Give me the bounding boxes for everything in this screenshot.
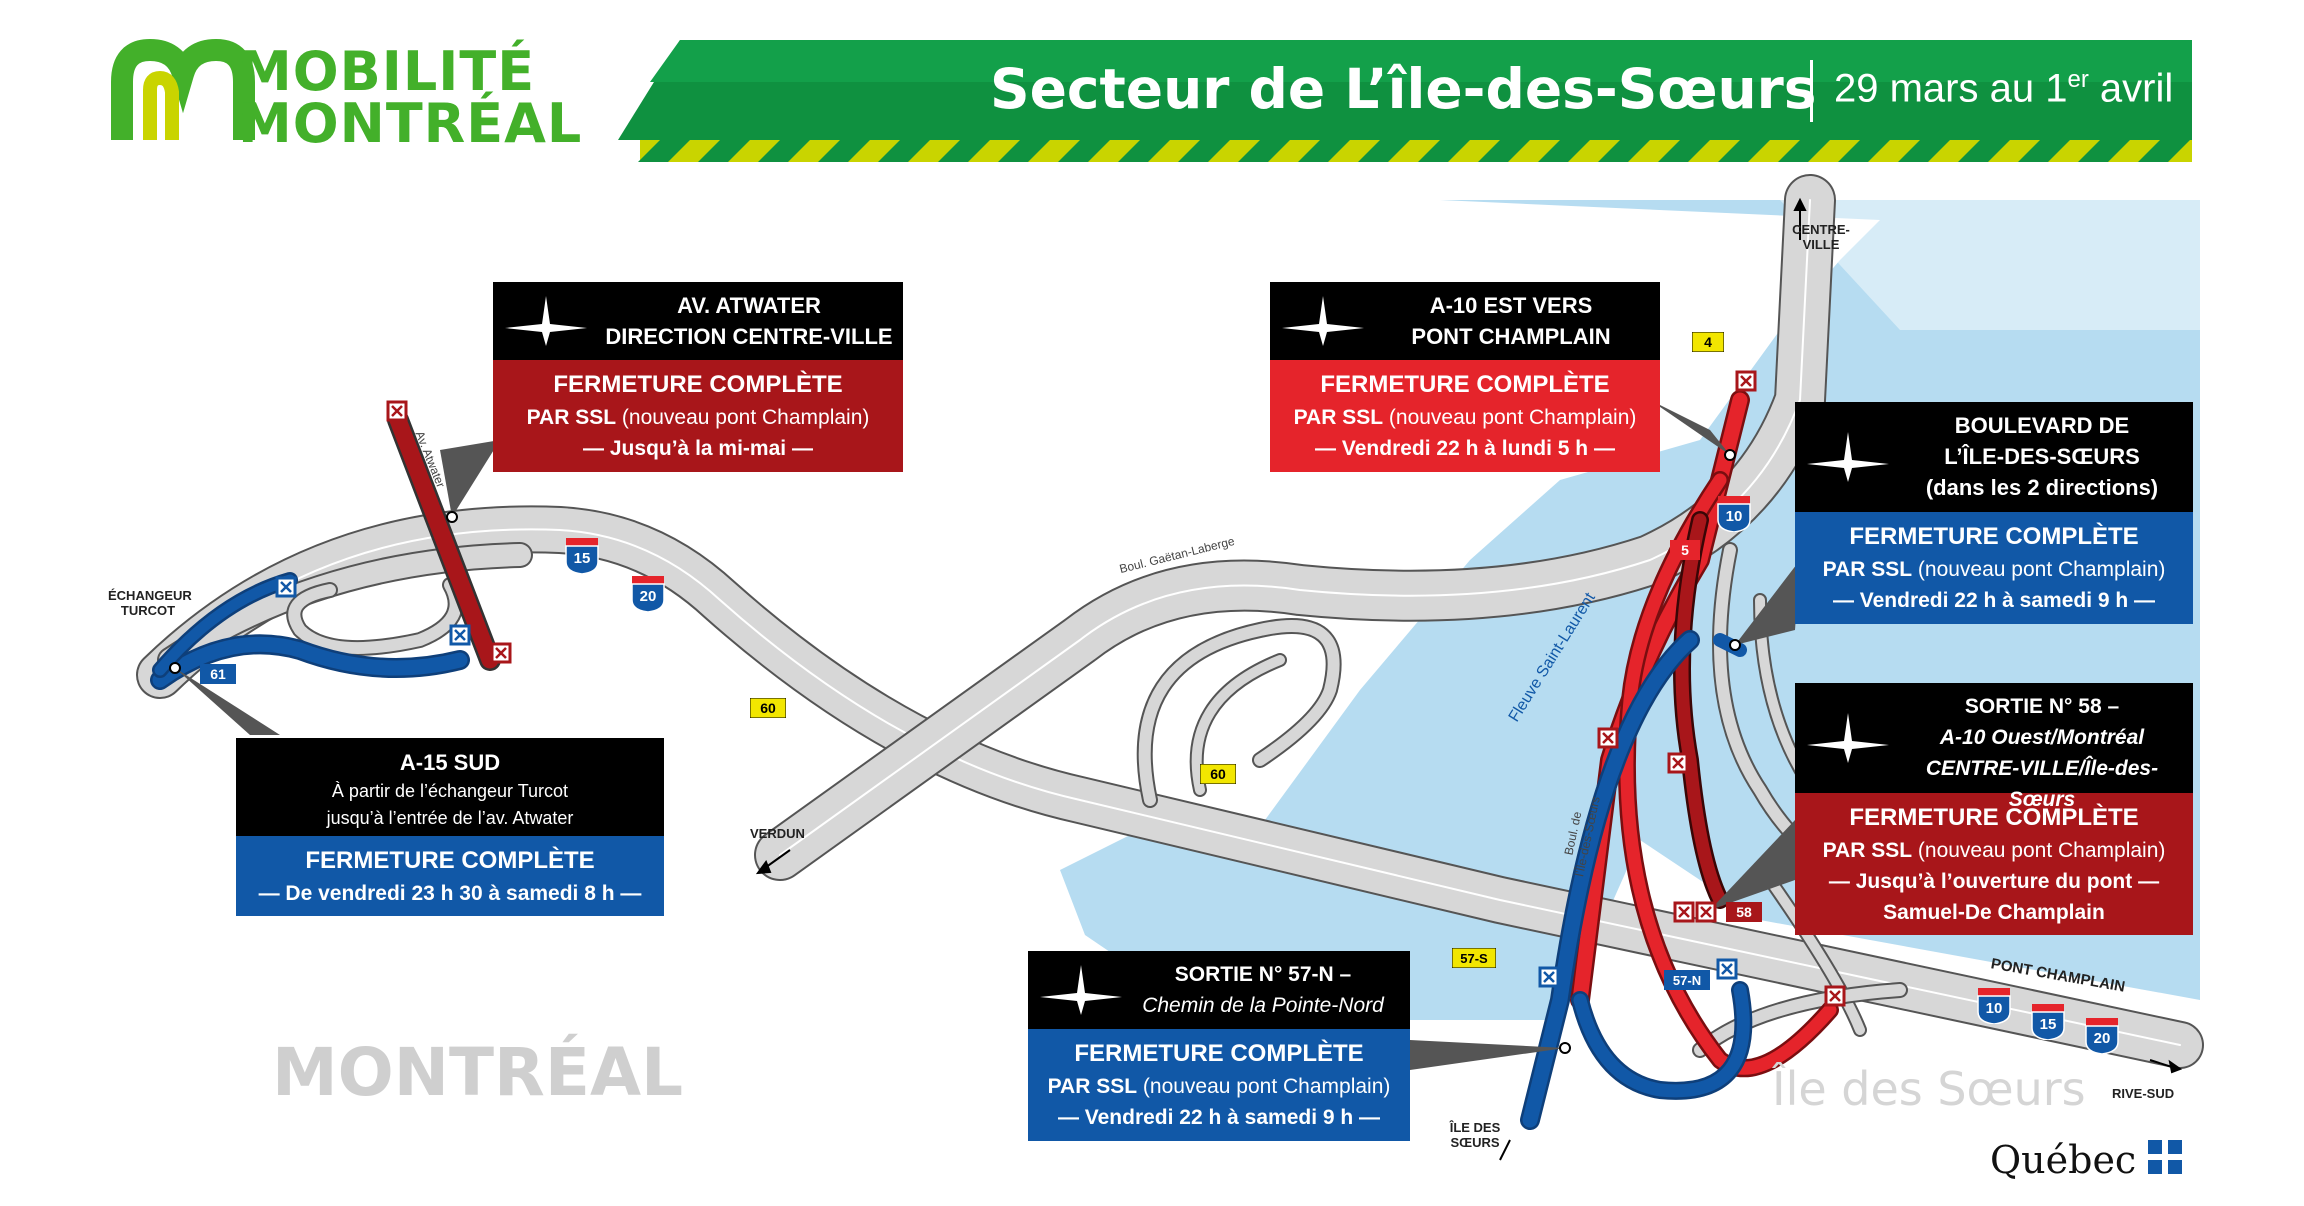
closure-heading: DIRECTION CENTRE-VILLE [605, 324, 893, 349]
page-title: Secteur de L’île-des-Sœurs [990, 57, 1817, 121]
svg-text:5: 5 [1681, 542, 1689, 558]
closure-heading: À partir de l’échangeur Turcot [331, 781, 569, 801]
closure-heading: A-10 EST VERS [1429, 293, 1593, 318]
closure-period: — Jusqu’à la mi-mai — [583, 437, 813, 460]
exit-tag-4: 4 [1692, 332, 1724, 352]
closure-heading: SORTIE N° 58 – [1964, 695, 2120, 718]
svg-text:61: 61 [210, 666, 226, 682]
closure-heading: A-15 SUD [399, 750, 501, 775]
exit-tag-5: 5 [1670, 540, 1700, 560]
closure-heading: jusqu’à l’entrée de l’av. Atwater [326, 808, 574, 828]
closure-markers [275, 370, 1846, 1007]
quebec-logo-text: Québec [1990, 1138, 2137, 1182]
svg-text:20: 20 [640, 588, 657, 605]
road-closure-icon [1282, 296, 1364, 346]
label-rive-sud: RIVE-SUD [2112, 1086, 2175, 1101]
exit-tag-57n: 57-N [1664, 970, 1710, 990]
closure-heading: L’ÎLE-DES-SŒURS [1944, 444, 2140, 469]
closure-heading: CENTRE-VILLE/Île-des-Sœurs [1925, 757, 2159, 811]
exit-tag-60: 60 [750, 698, 786, 718]
svg-text:15: 15 [2040, 1016, 2057, 1033]
closure-status: FERMETURE COMPLÈTE [1849, 804, 2139, 831]
closure-heading: AV. ATWATER [677, 293, 821, 318]
logo-mobilite: MOBILITÉ [238, 40, 536, 103]
svg-text:20: 20 [2094, 1030, 2111, 1047]
route-shield-10: 10 [1716, 496, 1752, 533]
closure-heading: PONT CHAMPLAIN [1411, 324, 1611, 349]
svg-text:4: 4 [1704, 334, 1712, 350]
exit-tag-57s: 57-S [1452, 948, 1496, 968]
svg-text:15: 15 [574, 550, 591, 567]
logo-montreal: MONTRÉAL [238, 92, 583, 155]
title-separator [1810, 60, 1813, 122]
closure-atwater: AV. ATWATER DIRECTION CENTRE-VILLE FERMET… [493, 282, 903, 472]
svg-text:60: 60 [760, 700, 776, 716]
quebec-flag-icon [2148, 1140, 2182, 1174]
closure-period: Samuel-De Champlain [1883, 901, 2105, 924]
road-closure-icon [505, 296, 587, 346]
closure-status: FERMETURE COMPLÈTE [1074, 1040, 1364, 1067]
exit-tag-58: 58 [1726, 902, 1762, 922]
label-ile-des-soeurs-area: Île des Sœurs [1772, 1062, 2086, 1116]
route-shield-15-bridge: 15 [2030, 1004, 2066, 1041]
svg-text:58: 58 [1736, 904, 1752, 920]
closure-heading: (dans les 2 directions) [1925, 475, 2159, 500]
label-montreal: MONTRÉAL [272, 1034, 684, 1111]
road-closure-icon [1807, 432, 1889, 482]
closure-period: — Vendredi 22 h à samedi 9 h — [1832, 589, 2156, 612]
route-shield-20-bridge: 20 [2084, 1018, 2120, 1055]
closure-a10-est: A-10 EST VERS PONT CHAMPLAIN FERMETURE CO… [1270, 282, 1660, 472]
label-verdun: VERDUN [750, 826, 805, 841]
date-range: 29 mars au 1er avril [1834, 66, 2174, 111]
closure-period: — Jusqu’à l’ouverture du pont — [1828, 870, 2160, 893]
svg-text:60: 60 [1210, 766, 1226, 782]
closure-a15-sud: A-15 SUD À partir de l’échangeur Turcot … [236, 738, 664, 916]
closure-heading: BOULEVARD DE [1954, 413, 2130, 438]
label-centre-ville: CENTRE-VILLE [1792, 222, 1850, 252]
closure-status: FERMETURE COMPLÈTE [305, 847, 595, 874]
closure-boul-ids: BOULEVARD DE L’ÎLE-DES-SŒURS (dans les 2 d… [1795, 402, 2193, 624]
svg-text:10: 10 [1986, 1000, 2003, 1017]
exit-tag-60-b: 60 [1200, 764, 1236, 784]
closure-heading: SORTIE N° 57-N – [1174, 963, 1352, 986]
closure-period: — Vendredi 22 h à samedi 9 h — [1057, 1106, 1381, 1129]
route-shield-20: 20 [630, 576, 666, 613]
route-shield-15: 15 [564, 538, 600, 575]
closure-status: FERMETURE COMPLÈTE [1849, 523, 2139, 550]
road-closure-icon [1040, 965, 1122, 1015]
exit-tag-61: 61 [200, 664, 236, 684]
closure-period: — Vendredi 22 h à lundi 5 h — [1315, 437, 1615, 460]
road-closure-icon [1807, 713, 1889, 763]
closure-heading: A-10 Ouest/Montréal [1939, 726, 2145, 749]
mobilite-logo-mark [111, 38, 255, 140]
svg-text:57-N: 57-N [1673, 973, 1701, 988]
closure-period: — De vendredi 23 h 30 à samedi 8 h — [258, 882, 642, 905]
closure-status: FERMETURE COMPLÈTE [1320, 371, 1610, 398]
route-shield-10-bridge: 10 [1976, 988, 2012, 1025]
svg-text:10: 10 [1726, 508, 1743, 525]
closure-sortie-57n: SORTIE N° 57-N – Chemin de la Pointe-Nord… [1028, 951, 1410, 1141]
svg-text:57-S: 57-S [1460, 951, 1488, 966]
closure-status: FERMETURE COMPLÈTE [553, 371, 843, 398]
closure-heading: Chemin de la Pointe-Nord [1142, 994, 1384, 1017]
